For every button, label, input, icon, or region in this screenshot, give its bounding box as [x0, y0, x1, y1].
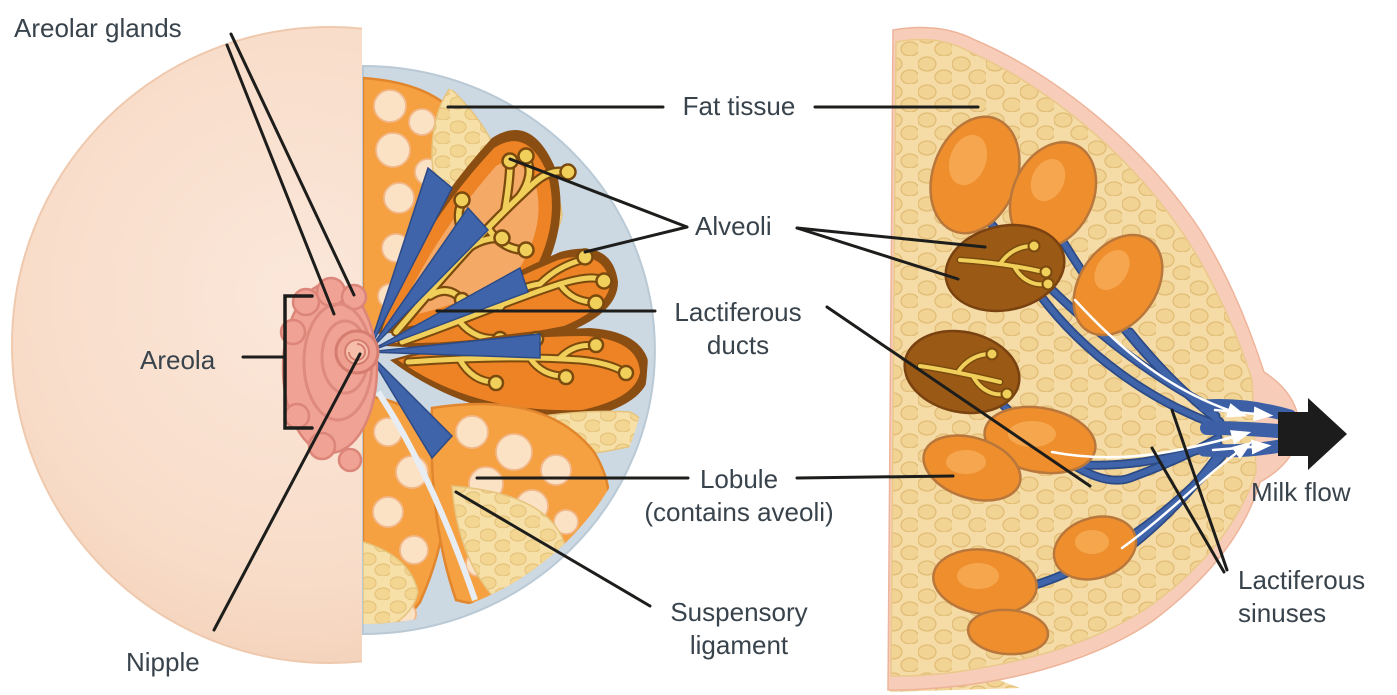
milk-flow-lines: [1050, 298, 1274, 550]
leader-alveoli-right-2: [795, 226, 960, 281]
leader-lactiferous-sinuses-1: [1170, 408, 1229, 572]
label-suspensory-ligament-line2: ligament: [689, 630, 789, 660]
leader-nipple: [212, 352, 362, 632]
label-lactiferous-sinuses: Lactiferous sinuses: [1238, 564, 1365, 630]
leader-areolar-glands-1: [229, 32, 356, 297]
label-lobule-line1: Lobule: [699, 464, 779, 494]
label-lactiferous-ducts: Lactiferous ducts: [638, 296, 838, 362]
leader-lobule-right: [795, 474, 955, 480]
label-areola: Areola: [140, 345, 216, 375]
leader-areolar-glands-2: [225, 43, 336, 316]
lobule-highlights: [946, 134, 1130, 589]
breast-skin-circle: [11, 26, 362, 664]
label-suspensory-ligament-line1: Suspensory: [670, 597, 808, 627]
suspensory-ligament-septum: [375, 390, 478, 601]
leader-lines: [212, 32, 1229, 632]
label-areolar-glands: Areolar glands: [14, 13, 182, 43]
milk-flow-arrow-icon: [1278, 398, 1347, 470]
leader-alveoli-right-1: [795, 226, 987, 249]
label-lactiferous-ducts-line1: Lactiferous: [674, 297, 802, 327]
label-lobule: Lobule (contains aveoli): [614, 463, 864, 529]
label-alveoli: Alveoli: [695, 211, 772, 241]
sagittal-alveoli-lobule-2: [903, 329, 1021, 415]
label-suspensory-ligament: Suspensory ligament: [639, 596, 839, 662]
leader-lactiferous-sinuses-2: [1150, 446, 1226, 574]
leader-alveoli-left-2: [583, 225, 689, 254]
nipple: [334, 329, 380, 375]
areola-bracket: [283, 294, 314, 430]
label-milk-flow: Milk flow: [1251, 477, 1351, 507]
label-lobule-line2: (contains aveoli): [644, 497, 834, 527]
leader-suspensory-ligament: [454, 490, 652, 608]
label-nipple: Nipple: [126, 647, 200, 677]
anterior-view-panel: [11, 26, 362, 664]
label-lactiferous-sinuses-line2: sinuses: [1238, 598, 1327, 628]
areolar-gland-bump: [291, 287, 321, 317]
half-section-panel: [279, 64, 656, 636]
label-lactiferous-ducts-line2: ducts: [706, 330, 770, 360]
fat-pad-bottom-left: [363, 540, 419, 624]
leader-lactiferous-ducts-right: [825, 305, 1092, 488]
leader-alveoli-left-1: [508, 157, 689, 229]
label-fat-tissue: Fat tissue: [682, 91, 796, 121]
label-lactiferous-sinuses-line1: Lactiferous: [1238, 565, 1366, 595]
